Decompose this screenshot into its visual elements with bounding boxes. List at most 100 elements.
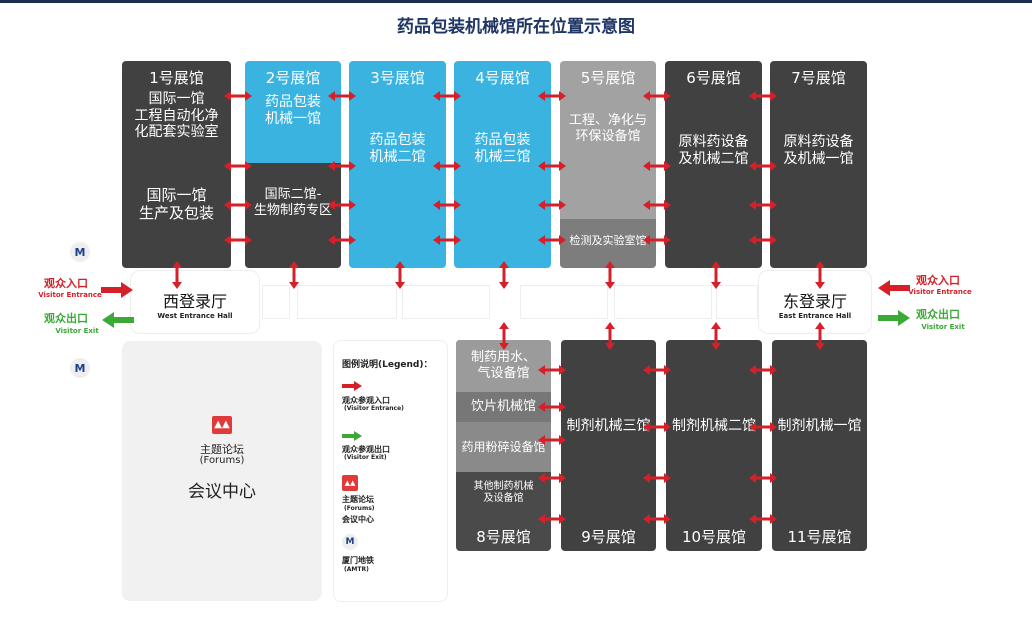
connection-arrow-icon: [643, 473, 671, 483]
west-exit-arrow-icon: [102, 312, 134, 328]
connection-arrow-icon: [538, 402, 566, 412]
hall-section: 药品包装 机械一馆: [265, 94, 321, 127]
hall-11[interactable]: 制剂机械一馆 11号展馆: [772, 340, 867, 551]
west-entrance-label-en: Visitor Entrance: [38, 291, 102, 299]
hall-9[interactable]: 制剂机械三馆 9号展馆: [561, 340, 656, 551]
hall-4[interactable]: 4号展馆 药品包装 机械三馆: [454, 61, 551, 268]
east-exit-label: 观众出口: [916, 308, 960, 321]
connection-arrow-icon: [224, 161, 252, 171]
hall-section: 药品包装 机械二馆: [369, 132, 426, 165]
hall-section: 制药用水、 气设备馆: [456, 340, 551, 392]
top-bar: [0, 0, 1032, 3]
page-title: 药品包装机械馆所在位置示意图: [397, 17, 635, 37]
connection-arrow-icon: [433, 161, 461, 171]
hall-section: 国际一馆 生产及包装: [138, 186, 214, 222]
west-hall-en: West Entrance Hall: [157, 312, 233, 320]
connection-arrow-icon: [749, 200, 777, 210]
legend-forum: 主题论坛: [342, 495, 374, 504]
hall-name: 4号展馆: [475, 69, 530, 87]
connection-arrow-icon: [605, 322, 615, 350]
hall-section: 原料药设备 及机械一馆: [783, 134, 854, 167]
west-entrance-label: 观众入口: [44, 277, 88, 290]
hall-name: 9号展馆: [581, 528, 636, 546]
east-exit-label-en: Visitor Exit: [921, 323, 965, 331]
east-hall-name: 东登录厅: [782, 292, 847, 311]
connection-arrow-icon: [395, 261, 405, 289]
connection-arrow-icon: [172, 261, 182, 289]
hall-section: 国际二馆- 生物制药专区: [253, 187, 332, 218]
connection-arrow-icon: [711, 322, 721, 350]
connection-arrow-icon: [815, 322, 825, 350]
hall-name: 11号展馆: [787, 528, 852, 546]
connection-arrow-icon: [538, 235, 566, 245]
hall-7[interactable]: 7号展馆 原料药设备 及机械一馆: [770, 61, 867, 268]
hall-3[interactable]: 3号展馆 药品包装 机械二馆: [349, 61, 446, 268]
hall-8[interactable]: 制药用水、 气设备馆 饮片机械馆 药用粉碎设备馆 其他制药机械 及设备馆 8号展…: [456, 340, 551, 551]
west-exit-label: 观众出口: [44, 312, 88, 325]
hall-name: 6号展馆: [686, 69, 741, 87]
hall-section: 国际一馆 工程自动化净 化配套实验室: [134, 90, 219, 141]
hall-name: 3号展馆: [370, 69, 425, 87]
conference-center[interactable]: ▲▲ 主题论坛 (Forums) 会议中心: [122, 341, 322, 601]
hall-section: 制剂机械三馆: [566, 417, 651, 434]
connection-arrow-icon: [749, 473, 777, 483]
connection-arrow-icon: [433, 235, 461, 245]
corridor-segment: [297, 285, 397, 319]
hall-name: 7号展馆: [791, 69, 846, 87]
hall-1[interactable]: 1号展馆 国际一馆 工程自动化净 化配套实验室 国际一馆 生产及包装: [122, 61, 231, 268]
red-arrow-icon: [342, 381, 362, 391]
metro-icon: M: [342, 534, 358, 550]
hall-name: 8号展馆: [476, 528, 531, 546]
connection-arrow-icon: [499, 261, 509, 289]
hall-name: 10号展馆: [681, 528, 747, 546]
connection-arrow-icon: [643, 514, 671, 524]
legend-exit-en: (Visitor Exit): [344, 454, 387, 461]
hall-section: 制剂机械一馆: [777, 417, 862, 434]
connection-arrow-icon: [538, 514, 566, 524]
connection-arrow-icon: [289, 261, 299, 289]
connection-arrow-icon: [224, 235, 252, 245]
connection-arrow-icon: [538, 91, 566, 101]
east-entrance-arrow-icon: [878, 280, 910, 296]
east-hall-en: East Entrance Hall: [778, 312, 852, 320]
forum-icon: ▲▲: [212, 416, 232, 434]
connection-arrow-icon: [328, 200, 356, 210]
connection-arrow-icon: [605, 261, 615, 289]
hall-section: 药用粉碎设备馆: [456, 422, 551, 472]
corridor-segment: [402, 285, 490, 319]
connection-arrow-icon: [711, 261, 721, 289]
hall-name: 2号展馆: [265, 69, 321, 87]
east-entrance-label-en: Visitor Entrance: [908, 288, 972, 296]
legend-entrance-en: (Visitor Entrance): [344, 405, 404, 412]
connection-arrow-icon: [328, 235, 356, 245]
corridor-segment: [262, 285, 290, 319]
connection-arrow-icon: [433, 200, 461, 210]
hall-2[interactable]: 2号展馆 药品包装 机械一馆 国际二馆- 生物制药专区: [245, 61, 341, 268]
metro-icon[interactable]: M: [70, 242, 90, 262]
west-exit-label-en: Visitor Exit: [55, 327, 99, 335]
legend-title: 图例说明(Legend)：: [342, 360, 433, 370]
legend-entrance: 观众参观入口: [342, 396, 390, 405]
east-entrance-hall[interactable]: 东登录厅 East Entrance Hall: [758, 270, 872, 334]
connection-arrow-icon: [538, 435, 566, 445]
connection-arrow-icon: [815, 261, 825, 289]
hall-section: 制剂机械二馆: [672, 417, 756, 434]
east-entrance-label: 观众入口: [916, 274, 960, 287]
metro-icon[interactable]: M: [70, 358, 90, 378]
corridor-segment: [520, 285, 608, 319]
connection-arrow-icon: [328, 91, 356, 101]
hall-10[interactable]: 制剂机械二馆 10号展馆: [666, 340, 762, 551]
corridor-segment: [614, 285, 712, 319]
west-entrance-hall[interactable]: 西登录厅 West Entrance Hall: [130, 270, 260, 334]
hall-6[interactable]: 6号展馆 原料药设备 及机械二馆: [665, 61, 762, 268]
connection-arrow-icon: [433, 91, 461, 101]
connection-arrow-icon: [643, 365, 671, 375]
connection-arrow-icon: [224, 91, 252, 101]
hall-section: 饮片机械馆: [456, 392, 551, 422]
hall-5[interactable]: 5号展馆 工程、净化与 环保设备馆 检测及实验室馆: [560, 61, 656, 268]
connection-arrow-icon: [538, 365, 566, 375]
corridor-segment: [716, 285, 758, 319]
connection-arrow-icon: [749, 91, 777, 101]
connection-arrow-icon: [224, 200, 252, 210]
connection-arrow-icon: [328, 161, 356, 171]
